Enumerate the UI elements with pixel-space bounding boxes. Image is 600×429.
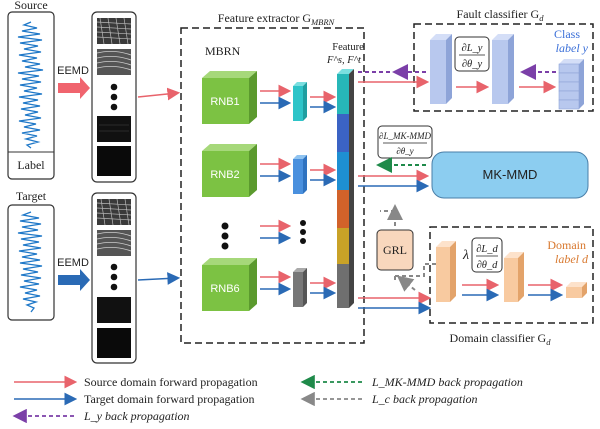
ly-gradient-numerator: ∂L_y [462,43,483,54]
rnb6-label: RNB6 [210,283,239,295]
eemd-target-label: EEMD [57,257,89,269]
eemd-source: EEMD [57,65,90,99]
feature-symbols: F^s, F^t [326,55,362,66]
legend-item-ly: L_y back propagation [12,408,190,424]
mmd-gradient-box: ∂L_MK-MMD ∂θ_y [377,125,433,159]
domain-output [566,287,582,298]
feature-extractor: Feature extractor GMBRN MBRN Feature F^s… [180,11,365,344]
grl-label: GRL [383,243,407,257]
feature-map-1 [293,82,307,121]
feature-map-6 [293,268,307,307]
classifier-layer-2 [492,40,508,104]
source-to-extractor-arrow [137,87,181,101]
concatenated-feature-bar [337,69,354,308]
mmd-gradient-numerator: ∂L_MK-MMD [379,131,431,141]
feature-label: Feature [332,42,364,53]
rnb2-block: RNB2 [202,144,257,197]
label-box-text: Label [17,158,45,172]
target-label: Target [16,189,47,203]
eemd-target-arrow [58,269,90,291]
domain-classifier: Domain classifier Gd GRL Domain label d … [376,204,594,347]
feature-map-2 [293,155,307,194]
domain-layer-1 [436,247,450,302]
legend-source-text: Source domain forward propagation [84,375,258,389]
ly-gradient-box: ∂L_y ∂θ_y [454,36,490,72]
eemd-target: EEMD [57,257,90,291]
ld-gradient-box: λ ∂L_d ∂θ_d [462,237,503,273]
legend-item-source: Source domain forward propagation [14,375,258,389]
classifier-layer-1 [430,40,446,104]
ly-gradient-denominator: ∂θ_y [462,59,483,70]
legend-target-text: Target domain forward propagation [84,392,255,406]
domain-layer-2 [504,258,518,302]
mk-mmd-box [431,151,589,199]
legend-lmk-text: L_MK-MMD back propagation [371,375,523,389]
rnb6-block: RNB6 [202,258,257,311]
grl-box [376,229,414,271]
domain-label-line2: label d [555,252,589,266]
source-input: Source Label [7,0,55,180]
mmd-gradient-denominator: ∂θ_y [396,146,413,156]
eemd-source-arrow [58,77,90,99]
feature-extractor-title: Feature extractor GMBRN [218,11,336,27]
target-input: Target [7,189,55,321]
mk-mmd: MK-MMD ∂L_MK-MMD ∂θ_y [358,125,589,199]
legend: Source domain forward propagation Target… [12,374,523,424]
ld-gradient-numerator: ∂L_d [476,244,498,255]
class-label-line1: Class [554,27,580,41]
rnb1-label: RNB1 [210,96,239,108]
target-imf-stack [91,192,137,364]
class-label-line2: label y [556,41,589,55]
fault-classifier-title: Fault classifier Gd [457,7,545,23]
legend-ly-text: L_y back propagation [83,409,190,423]
fault-classifier: Fault classifier Gd Class label y ∂L_y ∂… [392,7,594,112]
source-label: Source [14,0,47,12]
domain-classifier-title: Domain classifier Gd [450,331,552,347]
rnb2-label: RNB2 [210,169,239,181]
target-to-extractor-arrow [137,272,181,285]
lambda-symbol: λ [462,248,469,263]
ld-gradient-denominator: ∂θ_d [477,260,499,271]
mbrn-label: MBRN [205,44,241,58]
class-output-stack [558,59,584,110]
target-signal-waveform [17,211,43,313]
domain-label-line1: Domain [547,238,586,252]
source-imf-stack [91,11,137,183]
legend-item-target: Target domain forward propagation [14,392,255,406]
legend-item-lmk: L_MK-MMD back propagation [300,374,523,390]
eemd-source-label: EEMD [57,65,89,77]
legend-lc-text: L_c back propagation [371,392,478,406]
source-signal-waveform [17,21,44,149]
mk-mmd-label: MK-MMD [483,167,538,182]
rnb1-block: RNB1 [202,71,257,124]
legend-item-lc: L_c back propagation [300,391,478,407]
